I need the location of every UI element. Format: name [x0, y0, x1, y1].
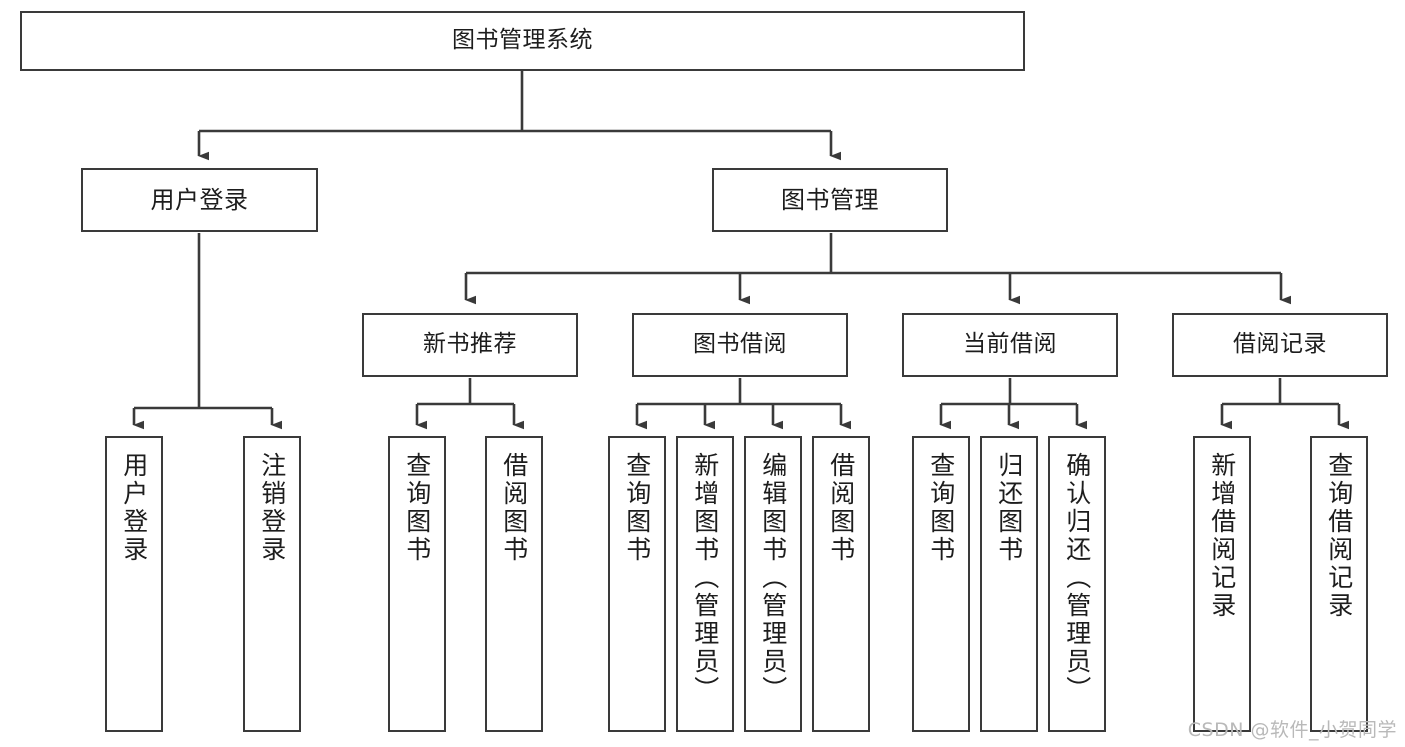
- leaf-borrow-record-query-label: 查询借阅记录: [1324, 452, 1354, 620]
- node-user-login[interactable]: 用户登录: [81, 168, 318, 232]
- leaf-current-borrow-confirm-return-label: 确认归还（管理员）: [1062, 452, 1092, 704]
- leaf-borrow-record-add[interactable]: 新增借阅记录: [1193, 436, 1251, 732]
- leaf-current-borrow-query[interactable]: 查询图书: [912, 436, 970, 732]
- node-book-management[interactable]: 图书管理: [712, 168, 948, 232]
- leaf-current-borrow-return-label: 归还图书: [994, 452, 1024, 564]
- leaf-book-borrow-add-label: 新增图书（管理员）: [690, 452, 720, 704]
- node-user-login-label: 用户登录: [150, 185, 249, 214]
- node-root-label: 图书管理系统: [452, 27, 593, 54]
- leaf-user-login-signout-label: 注销登录: [257, 452, 287, 564]
- node-current-borrow[interactable]: 当前借阅: [902, 313, 1118, 377]
- leaf-borrow-record-query[interactable]: 查询借阅记录: [1310, 436, 1368, 732]
- leaf-user-login-signin-label: 用户登录: [119, 452, 149, 564]
- leaf-user-login-signout[interactable]: 注销登录: [243, 436, 301, 732]
- leaf-book-borrow-query-label: 查询图书: [622, 452, 652, 564]
- leaf-new-book-query[interactable]: 查询图书: [388, 436, 446, 732]
- node-root[interactable]: 图书管理系统: [20, 11, 1025, 71]
- node-current-borrow-label: 当前借阅: [963, 331, 1057, 358]
- leaf-book-borrow-borrow[interactable]: 借阅图书: [812, 436, 870, 732]
- node-book-borrow-label: 图书借阅: [693, 331, 787, 358]
- leaf-current-borrow-query-label: 查询图书: [926, 452, 956, 564]
- leaf-current-borrow-return[interactable]: 归还图书: [980, 436, 1038, 732]
- node-new-book-recommend[interactable]: 新书推荐: [362, 313, 578, 377]
- csdn-watermark: CSDN @软件_小贺同学: [1187, 719, 1397, 741]
- leaf-new-book-borrow-label: 借阅图书: [499, 452, 529, 564]
- leaf-current-borrow-confirm-return[interactable]: 确认归还（管理员）: [1048, 436, 1106, 732]
- leaf-borrow-record-add-label: 新增借阅记录: [1207, 452, 1237, 620]
- node-new-book-recommend-label: 新书推荐: [423, 331, 517, 358]
- leaf-new-book-query-label: 查询图书: [402, 452, 432, 564]
- leaf-book-borrow-edit-label: 编辑图书（管理员）: [758, 452, 788, 704]
- leaf-user-login-signin[interactable]: 用户登录: [105, 436, 163, 732]
- node-book-management-label: 图书管理: [781, 185, 879, 214]
- leaf-book-borrow-add[interactable]: 新增图书（管理员）: [676, 436, 734, 732]
- leaf-book-borrow-query[interactable]: 查询图书: [608, 436, 666, 732]
- leaf-book-borrow-borrow-label: 借阅图书: [826, 452, 856, 564]
- node-borrow-record-label: 借阅记录: [1233, 331, 1327, 358]
- leaf-new-book-borrow[interactable]: 借阅图书: [485, 436, 543, 732]
- node-borrow-record[interactable]: 借阅记录: [1172, 313, 1388, 377]
- node-book-borrow[interactable]: 图书借阅: [632, 313, 848, 377]
- leaf-book-borrow-edit[interactable]: 编辑图书（管理员）: [744, 436, 802, 732]
